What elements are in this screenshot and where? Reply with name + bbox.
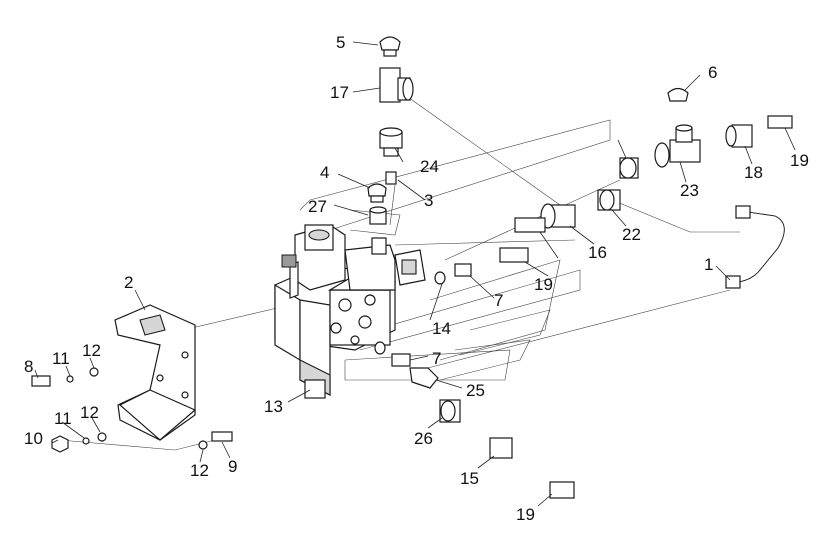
callout-18: 18 [744, 163, 763, 182]
callout-7-upper: 7 [494, 291, 503, 310]
callout-11-upper: 11 [52, 349, 70, 368]
callout-10: 10 [24, 429, 43, 448]
hardware [31, 367, 233, 453]
mounting-bracket [114, 304, 197, 441]
callout-17: 17 [330, 83, 349, 102]
callout-2: 2 [124, 273, 133, 292]
hydraulic-tube [725, 205, 785, 289]
callout-19-low: 19 [516, 505, 535, 524]
valve-block [274, 206, 426, 399]
top-fittings [367, 36, 414, 203]
callout-21: 23 [680, 181, 699, 200]
callout-20: 22 [622, 225, 641, 244]
callout-labels: 5 17 24 4 3 27 6 23 18 19 22 16 19 1 7 1… [24, 33, 809, 524]
callout-13: 14 [432, 319, 451, 338]
callout-12-upper: 12 [82, 341, 101, 360]
leader-lines [34, 41, 796, 507]
callout-12-lower: 12 [80, 403, 99, 422]
callout-5: 5 [336, 33, 345, 52]
callout-8: 8 [24, 357, 33, 376]
lower-fittings [374, 341, 575, 499]
callout-11-lower: 11 [54, 409, 72, 428]
callout-19-mid: 19 [534, 275, 553, 294]
callout-3: 3 [424, 191, 433, 210]
callout-16: 16 [588, 243, 607, 262]
callout-24: 26 [414, 429, 433, 448]
right-fittings [434, 87, 793, 285]
callout-12-bottom: 12 [190, 461, 209, 480]
callout-22: 24 [420, 157, 439, 176]
callout-25: 27 [308, 197, 327, 216]
callout-6: 6 [708, 63, 717, 82]
callout-14: 13 [264, 397, 283, 416]
callout-15: 15 [460, 469, 479, 488]
callout-9: 9 [228, 457, 237, 476]
callout-19-top: 19 [790, 151, 809, 170]
callout-4: 4 [320, 163, 329, 182]
callout-23: 25 [466, 381, 485, 400]
callout-1: 1 [704, 255, 713, 274]
callout-7-lower: 7 [432, 349, 441, 368]
